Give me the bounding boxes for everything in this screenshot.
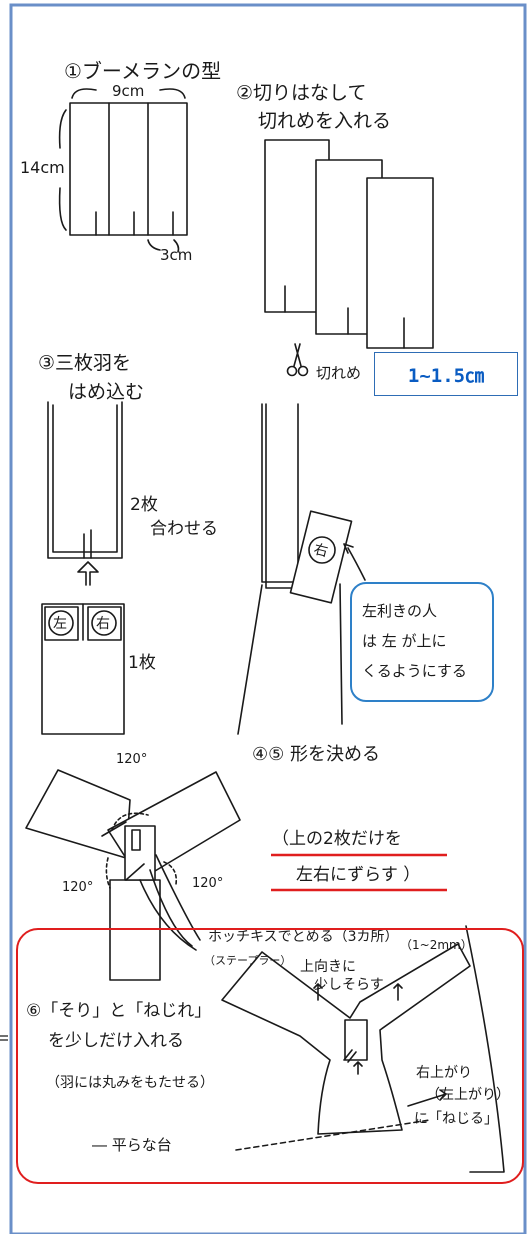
step6-title: ⑥「そり」と「ねじれ」 (26, 1001, 212, 1021)
cut-depth-callout: 1~1.5㎝ (374, 352, 518, 396)
y-shape-drawing (25, 769, 241, 981)
separated-strips-drawing (264, 139, 434, 349)
step6-title-line2: を少しだけ入れる (48, 1031, 184, 1051)
lefty-note-line3: くるようにする (362, 662, 467, 680)
shift-line2: 左右にずらす ） (296, 865, 421, 885)
shift-line1: （上の2枚だけを (272, 829, 402, 849)
tilt-up-line2: 少しそらす (314, 977, 384, 993)
height-label: 14cm (20, 158, 65, 177)
twist-line2: （左上がり） (426, 1087, 510, 1103)
step3-title-line1: ③三枚羽を (38, 352, 132, 374)
step1-title: ①ブーメランの型 (64, 59, 222, 83)
lefty-note-line2: は 左 が上に (362, 632, 447, 650)
angle-left: 120° (62, 880, 94, 895)
flat-table-label: ― 平らな台 (92, 1136, 172, 1154)
tilt-up-line1: 上向きに (300, 959, 356, 975)
two-sheets-line1: 2枚 (130, 495, 158, 515)
slit-label: 3cm (160, 246, 193, 264)
scissors-icon (286, 343, 309, 377)
step2-title-line1: ②切りはなして (236, 82, 367, 104)
step2-title-line2: 切れめを入れる (258, 110, 392, 132)
step3-title-line2: はめ込む (68, 381, 145, 403)
left-mark: 左 (53, 616, 67, 632)
right-mark: 右 (96, 616, 110, 632)
cut-depth-label: 1~1.5㎝ (407, 364, 485, 387)
step45-title: ④⑤ 形を決める (252, 744, 380, 765)
twist-line1: 右上がり (416, 1065, 472, 1081)
step6-frame (16, 928, 524, 1184)
step6-note: （羽には丸みをもたせる） (46, 1075, 214, 1091)
boomerang-template-drawing (58, 88, 188, 253)
twist-line3: に「ねじる」 (414, 1111, 498, 1127)
angle-right: 120° (192, 876, 224, 891)
curved-boomerang-drawing (221, 925, 505, 1173)
angle-top: 120° (116, 752, 148, 767)
lefty-note: 左利きの人 は 左 が上に くるようにする (350, 582, 494, 702)
staple-sub: （ステープラー） (204, 954, 292, 967)
assembly-drawing (41, 401, 125, 735)
width-label: 9cm (112, 82, 145, 100)
two-sheets-line2: 合わせる (150, 519, 218, 539)
staple-label: ホッチキスでとめる（3カ所） (208, 929, 399, 945)
rotated-strip-drawing (237, 403, 366, 735)
cut-label: 切れめ (316, 364, 362, 382)
tilt-amount: （1~2mm） (400, 938, 473, 952)
page-border (9, 3, 527, 1234)
one-sheet-label: 1枚 (128, 653, 156, 673)
lefty-note-line1: 左利きの人 (362, 602, 438, 620)
